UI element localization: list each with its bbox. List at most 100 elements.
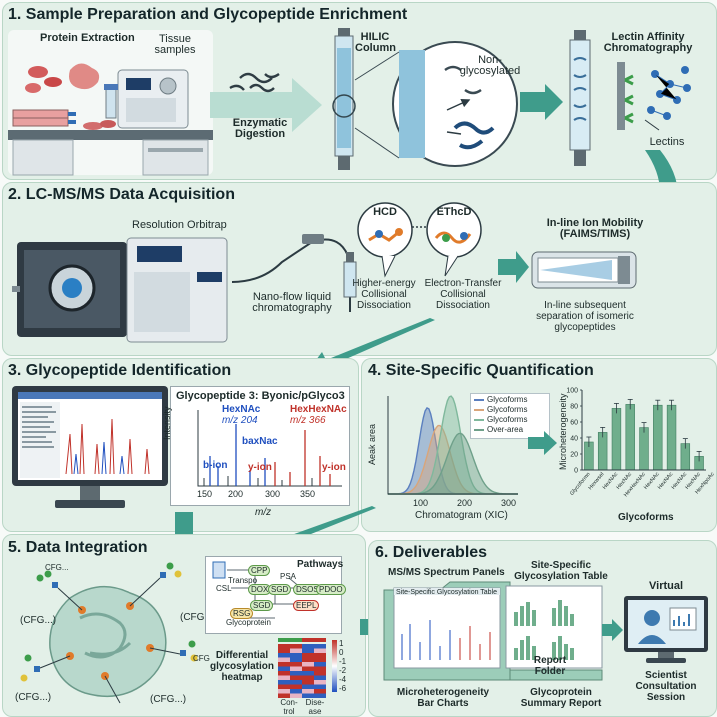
hilic-column-label: HILIC Column <box>355 31 396 54</box>
cfg-label-3: (CFG...) <box>180 612 217 623</box>
cfg-label-5: (CFG...) <box>150 694 187 705</box>
bubble-pointers <box>381 255 459 278</box>
pathway-node-sgd-2: SGD <box>250 600 274 611</box>
computer-monitor <box>12 386 168 508</box>
xic-xlabel: Chromatogram (XIC) <box>415 510 508 521</box>
xic-ylabel: Aeak area <box>367 423 377 465</box>
spectrum-xtick-300: 300 <box>265 489 281 499</box>
heatmap-cell <box>278 684 290 689</box>
heatmap-cell <box>278 675 290 680</box>
microheterogeneity-bar-chart: 020406080100GlycoformnHexwselHexNAcHexNA… <box>566 388 716 499</box>
pathway-node-rsg: RSG <box>230 608 254 619</box>
lectin-binding-illustration <box>617 62 691 131</box>
bar-7 <box>666 404 677 471</box>
legend-swatch-1 <box>474 399 484 401</box>
legend-entry-2: Glycoforms <box>487 405 528 414</box>
bar-4 <box>625 404 635 471</box>
enzymatic-digestion-label: Enzymatic Digestion <box>232 117 288 140</box>
ion-mobility-label: In-line Ion Mobility (FAIMS/TIMS) <box>546 217 644 240</box>
heatmap-cell <box>290 666 302 671</box>
lab-bench-illustration <box>8 30 213 176</box>
heatmap-cell <box>314 648 326 653</box>
panel-6-title: 6. Deliverables <box>375 544 488 561</box>
xic-xtick-100: 100 <box>413 498 429 508</box>
bar-2 <box>597 432 608 471</box>
orbitrap-instrument <box>12 237 228 343</box>
b-ion-label: b-ion <box>203 460 228 471</box>
pathways-title: Pathways <box>297 559 344 570</box>
virtual-label: Virtual <box>649 580 684 592</box>
heatmap-cell <box>302 693 314 698</box>
legend-swatch-2 <box>474 409 484 411</box>
xic-xtick-300: 300 <box>501 498 517 508</box>
site-table-label: Site-Specific Glycosylation Table <box>514 560 608 582</box>
heatmap-cell <box>278 653 290 658</box>
peak-hexnac-mz: m/z 204 <box>222 415 258 426</box>
ethcd-bubble <box>426 202 482 258</box>
pathways-box <box>205 556 342 634</box>
heatmap-scale-1: 1 <box>339 639 344 648</box>
spectrum-ylabel: Intensity <box>162 406 172 440</box>
xic-chromatogram-chart <box>387 395 518 495</box>
heatmap-cell <box>314 653 326 658</box>
bar-3 <box>611 408 622 471</box>
heatmap-cell <box>278 648 290 653</box>
heatmap-group-control <box>278 638 302 642</box>
legend-entry-3: Glycoforms <box>487 415 528 424</box>
xic-peak-4 <box>388 432 518 495</box>
heatmap-cell <box>302 675 314 680</box>
heatmap-xlabel-disease: Dise- ase <box>305 698 325 716</box>
heatmap-cell <box>314 671 326 676</box>
arrow-to-lectin <box>520 84 563 120</box>
heatmap-cell <box>278 693 290 698</box>
bar-6 <box>653 404 663 471</box>
heatmap-cell <box>278 666 290 671</box>
spectrum-xlabel: m/z <box>255 507 272 518</box>
bar-ytick-label: 40 <box>570 436 578 443</box>
magnified-view <box>354 41 518 167</box>
hcd-label: HCD <box>373 206 397 218</box>
panel-2-title: 2. LC-MS/MS Data Acquisition <box>8 186 235 203</box>
xic-axes <box>387 396 518 495</box>
spectrum-xtick-350: 350 <box>300 489 316 499</box>
heatmap-cell <box>278 644 290 649</box>
hcd-description: Higher-energy Collisional Dissociation <box>352 278 416 311</box>
heatmap-cell <box>290 675 302 680</box>
legend-entry-1: Glycoforms <box>487 395 528 404</box>
heatmap-cell <box>290 648 302 653</box>
legend-swatch-4 <box>474 429 484 431</box>
heatmap-group-disease <box>302 638 326 642</box>
legend-entry-4: Over-area <box>487 425 524 434</box>
arrow-to-ion-mobility <box>498 251 529 283</box>
heatmap-cell <box>278 671 290 676</box>
ion-mobility-device <box>531 251 637 289</box>
summary-report-label: Glycoprotein Summary Report <box>520 687 602 709</box>
heatmap-scale-m6: -6 <box>339 684 347 693</box>
heatmap-scale-m2: -2 <box>339 666 347 675</box>
digestion-arrow <box>210 72 322 132</box>
peak-hexnac: HexNAc <box>222 404 261 415</box>
bar-ytick-label: 20 <box>570 452 578 459</box>
bar-xlabel: Glycoforms <box>618 512 674 523</box>
heatmap-cell <box>314 680 326 685</box>
heatmap-cell <box>290 693 302 698</box>
heatmap-cell <box>290 680 302 685</box>
differential-glycosylation-heatmap <box>278 638 326 698</box>
heatmap-cell <box>302 657 314 662</box>
heatmap-cell <box>290 684 302 689</box>
heatmap-cell <box>302 644 314 649</box>
heatmap-cell <box>302 653 314 658</box>
heatmap-cell <box>278 662 290 667</box>
heatmap-cell <box>302 662 314 667</box>
bar-ytick-label: 80 <box>570 404 578 411</box>
heatmap-cell <box>302 671 314 676</box>
peak-hexhexnac: HexHexNAc <box>290 404 347 415</box>
bar-ylabel: Microheterogeneity <box>558 393 568 470</box>
ethcd-description: Electron-Transfer Collisional Dissociati… <box>424 278 502 311</box>
pathway-node-psa: PSA <box>280 572 297 581</box>
heatmap-cell <box>314 675 326 680</box>
arrow-xic-to-bars <box>528 431 557 455</box>
panel-5-title: 5. Data Integration <box>8 539 148 556</box>
heatmap-scale-0: 0 <box>339 648 344 657</box>
